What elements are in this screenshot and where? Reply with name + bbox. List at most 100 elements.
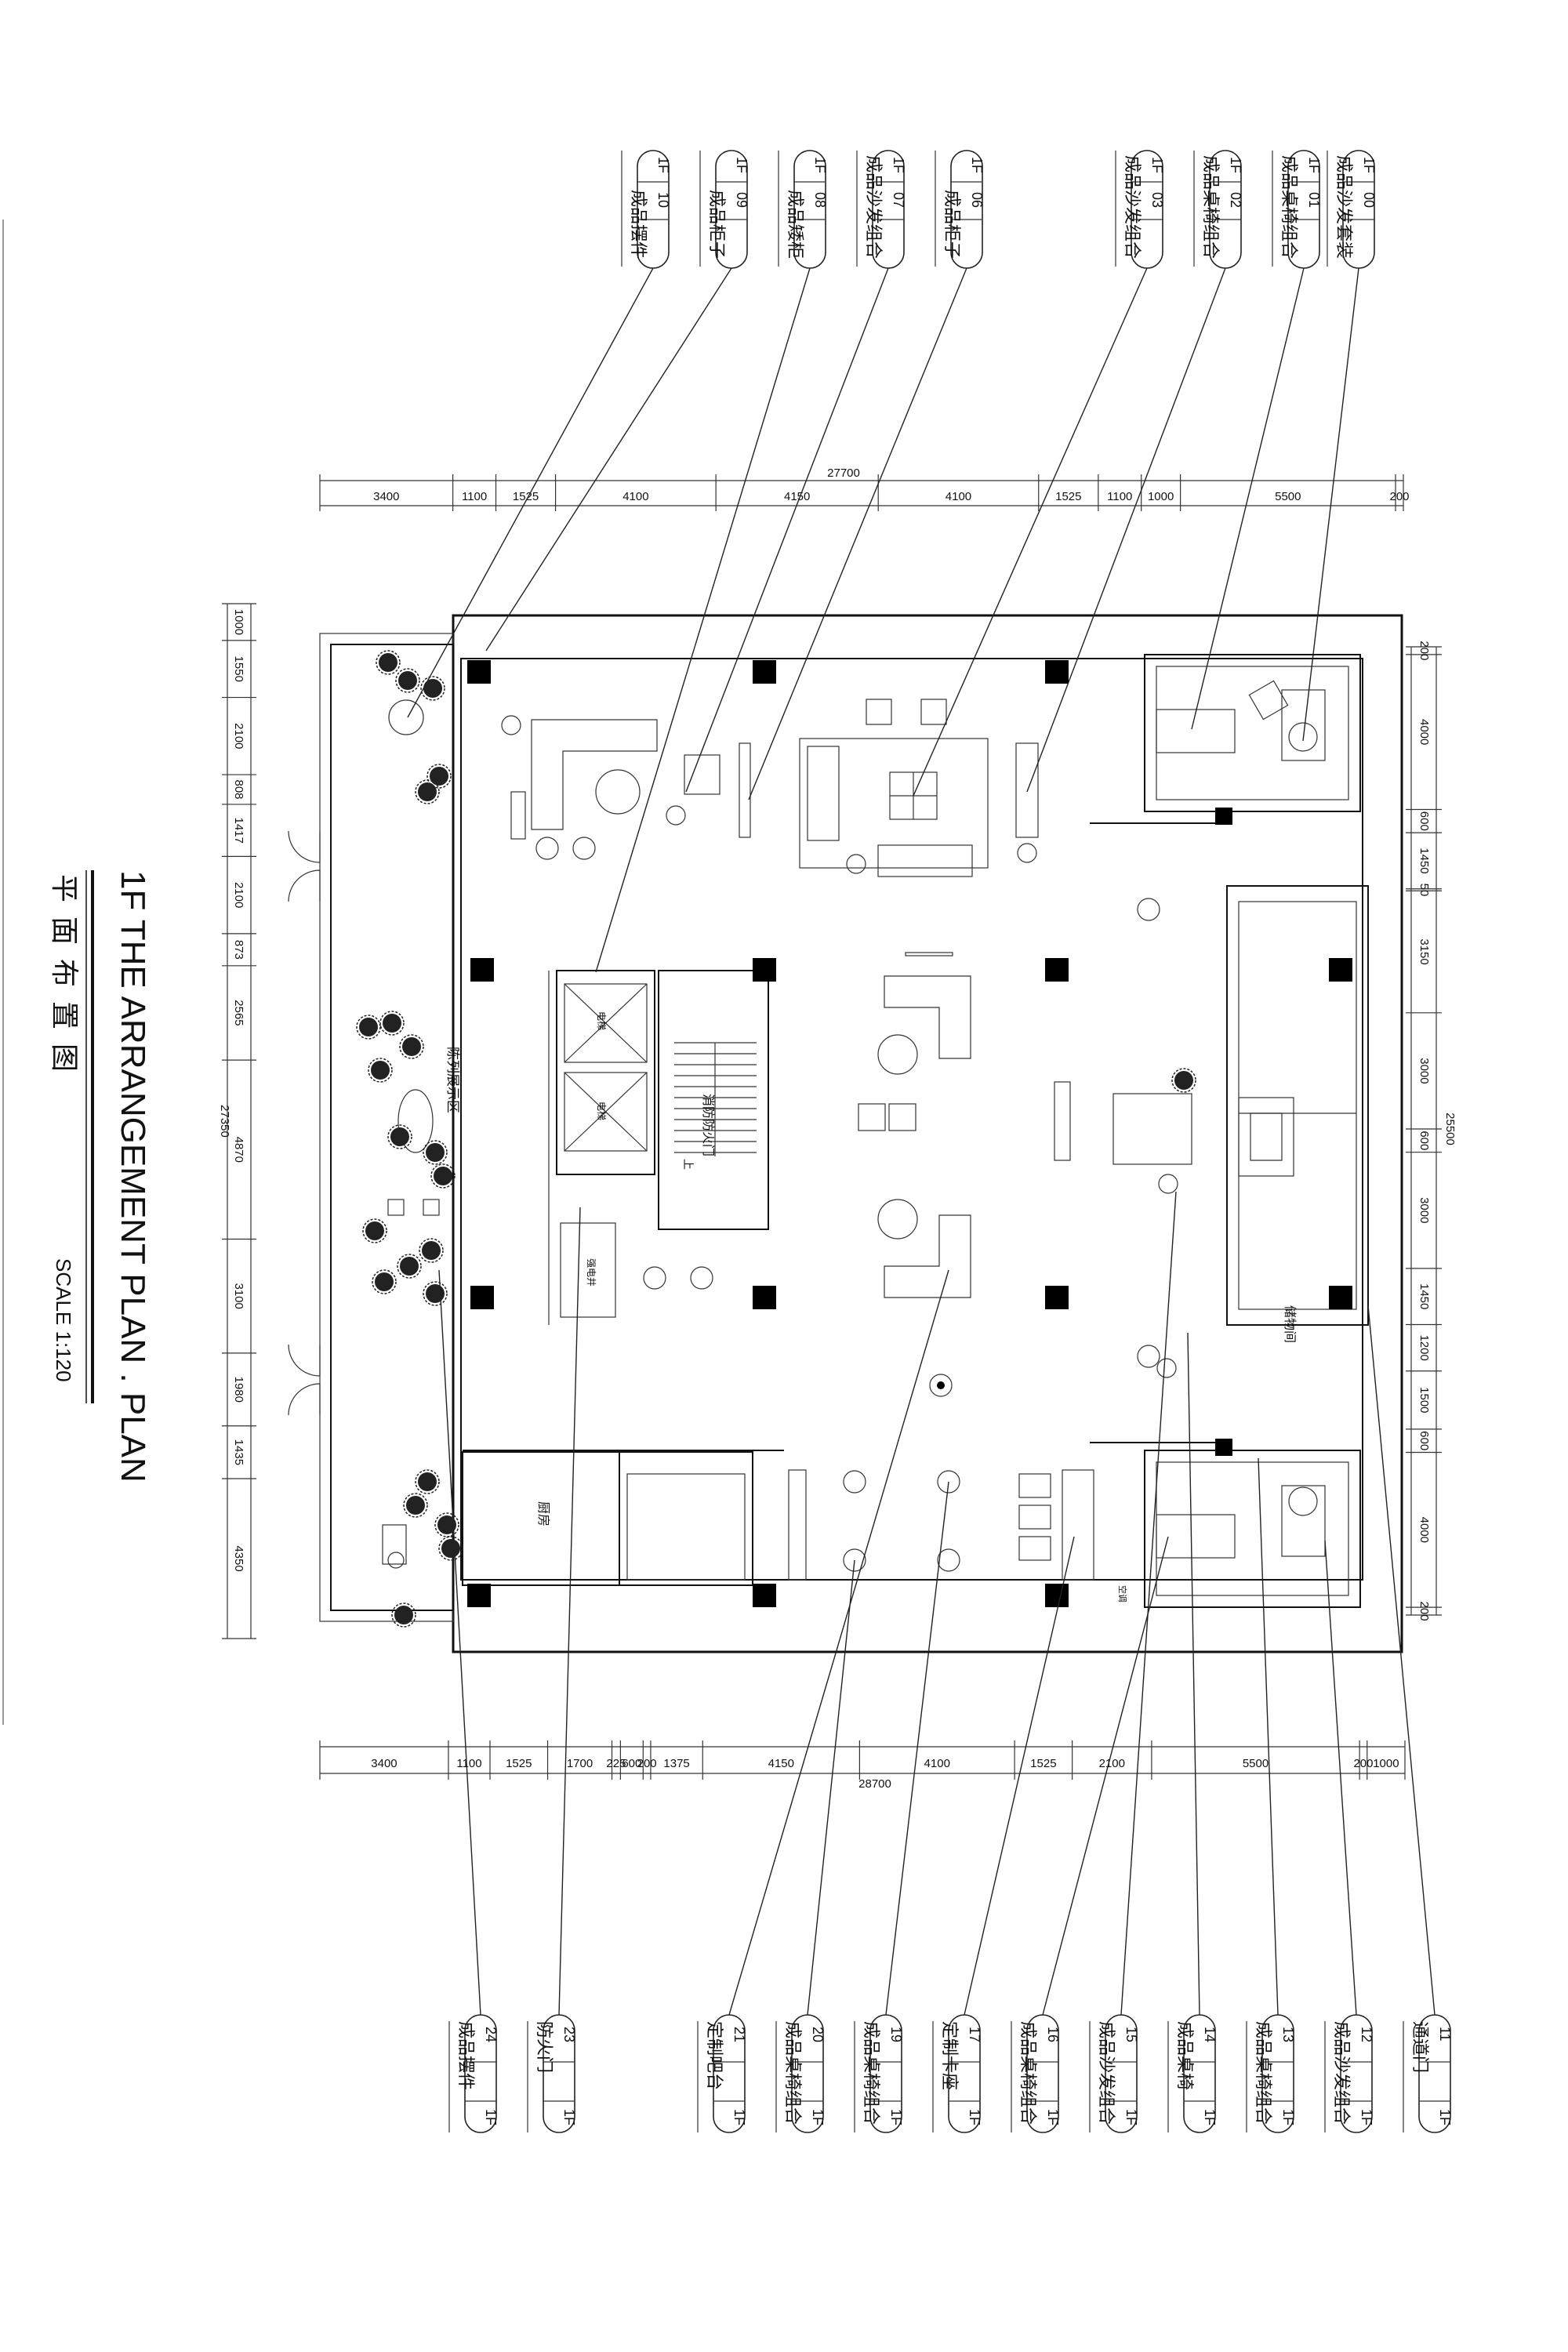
dim-top-seg-8: 1000 — [1148, 490, 1174, 503]
tag-number: 09 — [734, 192, 750, 208]
plant-icon — [422, 1241, 441, 1260]
tag-text: 成品桌椅组合 — [1201, 155, 1221, 259]
tag-floor: 1F — [1359, 2109, 1374, 2125]
tag-number: 07 — [891, 192, 906, 208]
label-storage: 储物间 — [1283, 1305, 1297, 1343]
label-display-area: 陈列展示区 — [445, 1047, 460, 1113]
tag-text: 成品桌椅组合 — [1018, 2021, 1038, 2125]
dim-top-seg-10: 200 — [1389, 490, 1409, 503]
label-fire-door: 消防防火门 — [701, 1094, 715, 1156]
tag-number: 13 — [1280, 2027, 1296, 2042]
tag-number: 20 — [810, 2027, 826, 2042]
tag-text: 成品沙发组合 — [1097, 2021, 1116, 2125]
dim-right-seg-1: 4000 — [1417, 719, 1431, 745]
tag-text: 定制卡座 — [940, 2021, 960, 2090]
dim-right-seg-2: 600 — [1417, 811, 1431, 831]
title-en: 1F THE ARRANGEMENT PLAN . PLAN — [114, 870, 152, 1483]
dim-bottom-seg-4: 225 — [606, 1757, 626, 1770]
label-ac: 空调 — [1117, 1585, 1128, 1602]
dim-bottom-seg-1: 1100 — [456, 1757, 481, 1770]
decorative-plants — [356, 650, 1196, 1628]
tag-floor: 1F — [1306, 157, 1322, 173]
label-tag-16: 16 1F 成品桌椅组合 — [1011, 2014, 1061, 2133]
tag-floor: 1F — [655, 157, 671, 173]
plant-icon — [441, 1539, 460, 1558]
tag-floor: 1F — [1149, 157, 1165, 173]
leader-lines — [407, 267, 1436, 2016]
plant-icon — [400, 1257, 419, 1276]
label-kitchen: 厨房 — [536, 1501, 550, 1526]
tags-top: 1F00成品沙发套装1F01成品桌椅组合1F02成品桌椅组合1F03成品沙发组合… — [621, 150, 1377, 269]
dim-right-seg-5: 3150 — [1417, 938, 1431, 964]
dim-left-seg-1: 1550 — [232, 656, 245, 682]
tag-number: 10 — [655, 192, 671, 208]
dim-right-seg-3: 1450 — [1417, 848, 1431, 873]
dim-right-seg-10: 1200 — [1417, 1334, 1431, 1360]
structural-columns — [467, 660, 1352, 1607]
tag-text: 成品桌椅 — [1175, 2021, 1195, 2090]
label-shaft: 强电井 — [586, 1258, 597, 1287]
tag-floor: 1F — [731, 2109, 747, 2125]
tag-floor: 1F — [1437, 2109, 1453, 2125]
tag-text: 防火门 — [535, 2021, 554, 2073]
tag-number: 11 — [1437, 2027, 1453, 2042]
tag-text: 成品矮柜 — [786, 190, 805, 259]
tag-number: 01 — [1306, 192, 1322, 208]
dim-top-seg-4: 4150 — [784, 490, 810, 503]
dim-right-seg-11: 1500 — [1417, 1387, 1431, 1413]
plant-icon — [390, 1127, 409, 1146]
furniture — [382, 680, 1326, 1581]
tag-text: 成品柜子 — [707, 190, 727, 259]
tag-number: 14 — [1202, 2027, 1218, 2042]
tag-floor: 1F — [1045, 2109, 1061, 2125]
tags-bottom: 111F通道门121F成品沙发组合131F成品桌椅组合141F成品桌椅151F成… — [448, 2014, 1453, 2133]
plant-icon — [398, 671, 417, 690]
dim-right-seg-14: 200 — [1417, 1602, 1431, 1621]
title-scale: SCALE 1:120 — [52, 1258, 75, 1382]
plant-icon — [423, 679, 442, 698]
tag-floor: 1F — [1280, 2109, 1296, 2125]
tag-number: 24 — [483, 2027, 499, 2042]
tag-number: 21 — [731, 2027, 747, 2042]
plant-icon — [437, 1515, 456, 1534]
tag-number: 17 — [967, 2027, 982, 2042]
tag-floor: 1F — [967, 2109, 982, 2125]
tag-text: 定制吧台 — [705, 2021, 724, 2090]
plant-icon — [426, 1284, 445, 1303]
tag-number: 16 — [1045, 2027, 1061, 2042]
tag-floor: 1F — [734, 157, 750, 173]
tag-floor: 1F — [1361, 157, 1377, 173]
tag-text: 成品桌椅组合 — [862, 2021, 881, 2125]
tag-text: 成品沙发套装 — [1334, 155, 1354, 259]
tag-text: 成品摆件 — [629, 190, 648, 259]
tag-text: 成品沙发组合 — [864, 155, 884, 259]
plant-icon — [1174, 1071, 1193, 1090]
building-outline — [288, 614, 1403, 1653]
dim-right-seg-6: 3000 — [1417, 1058, 1431, 1083]
dim-right-seg-8: 3000 — [1417, 1197, 1431, 1223]
dim-left-seg-7: 2565 — [232, 1000, 245, 1025]
tag-number: 03 — [1149, 192, 1165, 208]
dim-right-seg-9: 1450 — [1417, 1283, 1431, 1309]
plant-icon — [406, 1496, 425, 1515]
tag-text: 成品摆件 — [456, 2021, 476, 2090]
dim-bottom-seg-12: 5500 — [1243, 1757, 1269, 1770]
dim-bottom-seg-7: 1375 — [663, 1757, 689, 1770]
tag-number: 06 — [969, 192, 985, 208]
label-elevator-a: 电梯 — [596, 1011, 607, 1030]
dim-bottom-seg-8: 4150 — [768, 1757, 794, 1770]
label-tag-09: 1F 09 成品柜子 — [699, 150, 750, 269]
tag-number: 19 — [888, 2027, 904, 2042]
